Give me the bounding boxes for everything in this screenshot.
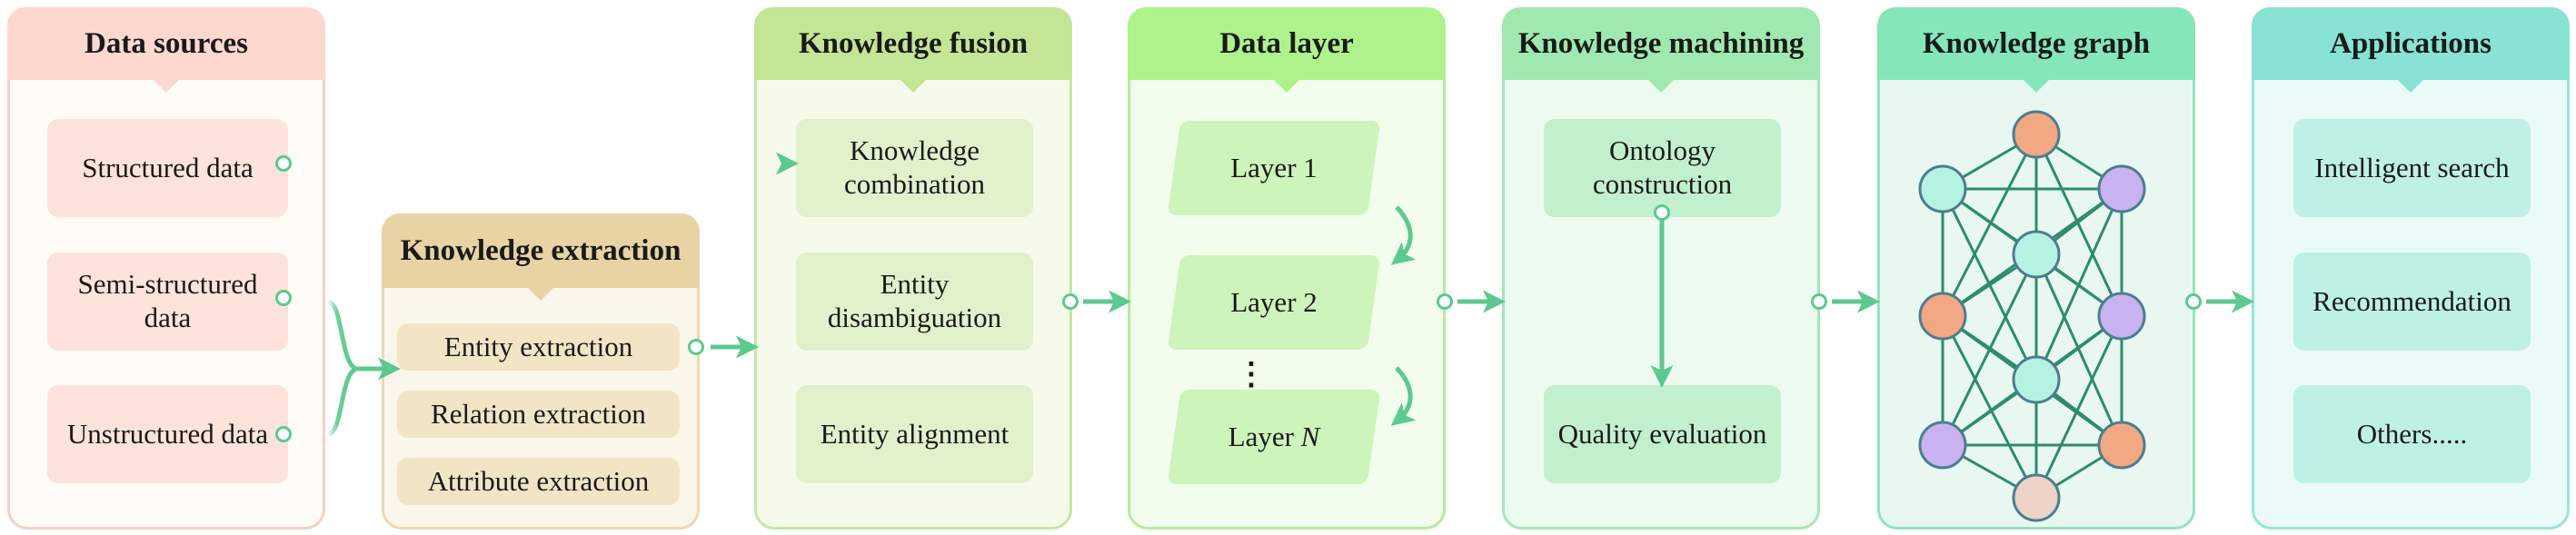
semi-structured-merge-curve (326, 299, 358, 372)
layer-n-symbol: N (1300, 421, 1320, 452)
header-notch (2023, 79, 2050, 93)
graph-edges (1941, 133, 2123, 500)
graph-node-purple (1918, 421, 1967, 470)
layer-2-label: Layer 2 (1230, 286, 1318, 318)
semi-structured-data-port (275, 290, 292, 306)
others-box: Others..... (2293, 385, 2531, 483)
knowledge-machining-title: Knowledge machining (1517, 26, 1805, 60)
graph-node-orange (2097, 421, 2146, 470)
quality-evaluation-box: Quality evaluation (1544, 385, 1781, 483)
graph-edge (2034, 315, 2123, 499)
fusion-output-port (1062, 293, 1079, 310)
graph-edge (1941, 134, 2038, 317)
data-sources-title: Data sources (85, 26, 248, 60)
knowledge-machining-panel: Knowledge machining Ontology constructio… (1502, 7, 1820, 530)
machining-output-port (1811, 293, 1827, 310)
header-notch (527, 287, 554, 301)
data-layer-header: Data layer (1128, 7, 1446, 93)
data-layer-panel: Data layer Layer 1 Layer 2 ⋮ Layer N (1128, 7, 1446, 530)
ontology-construction-box: Ontology construction (1544, 119, 1781, 217)
entity-disambiguation-box: Entity disambiguation (796, 253, 1033, 351)
data-sources-header: Data sources (7, 7, 325, 93)
knowledge-graph-title: Knowledge graph (1922, 26, 2151, 60)
header-notch (2397, 79, 2424, 93)
header-notch (1647, 79, 1675, 93)
entity-extraction-box: Entity extraction (397, 323, 680, 371)
unstructured-data-box: Unstructured data (47, 385, 288, 483)
knowledge-machining-header: Knowledge machining (1502, 7, 1820, 93)
graph-node-light (2012, 473, 2061, 522)
layer-1-label: Layer 1 (1230, 152, 1318, 183)
graph-node-teal (1918, 164, 1967, 213)
data-sources-panel: Data sources Structured data Semi-struct… (7, 7, 325, 530)
entity-alignment-box: Entity alignment (796, 385, 1033, 483)
layer-n-label: Layer N (1174, 390, 1374, 484)
graph-node-teal (2012, 355, 2061, 404)
datalayer-output-port (1437, 293, 1453, 310)
knowledge-graph-header: Knowledge graph (1877, 7, 2195, 93)
layer-ellipsis: ⋮ (1236, 358, 1267, 391)
graph-node-orange (2012, 110, 2061, 159)
graph-node-orange (1918, 292, 1967, 341)
graph-node-teal (2012, 230, 2061, 279)
data-layer-title: Data layer (1219, 26, 1354, 60)
header-notch (153, 79, 180, 93)
graph-output-port (2185, 293, 2202, 310)
extraction-output-port (688, 339, 704, 355)
ontology-port (1654, 204, 1670, 221)
layer-n-word: Layer (1228, 421, 1294, 452)
graph-edge (2034, 253, 2123, 446)
knowledge-fusion-header: Knowledge fusion (754, 7, 1072, 93)
attribute-extraction-box: Attribute extraction (397, 458, 680, 505)
applications-header: Applications (2252, 7, 2570, 93)
header-notch (900, 79, 927, 93)
applications-panel: Applications Intelligent search Recommen… (2252, 7, 2570, 530)
header-notch (1273, 79, 1300, 93)
structured-data-port (275, 155, 292, 172)
knowledge-extraction-header: Knowledge extraction (382, 213, 700, 301)
graph-edge (2034, 134, 2123, 317)
graph-edge (1941, 315, 2038, 499)
recommendation-box: Recommendation (2293, 253, 2531, 351)
layer-2-to-n-curve (1390, 366, 1417, 426)
applications-title: Applications (2330, 26, 2491, 60)
knowledge-fusion-panel: Knowledge fusion Knowledge combination E… (754, 7, 1072, 530)
graph-node-purple (2097, 292, 2146, 341)
knowledge-fusion-title: Knowledge fusion (798, 26, 1029, 60)
relation-extraction-box: Relation extraction (397, 391, 680, 438)
knowledge-extraction-title: Knowledge extraction (400, 233, 681, 267)
graph-node-purple (2097, 164, 2146, 213)
knowledge-combination-box: Knowledge combination (796, 119, 1033, 217)
knowledge-extraction-panel: Knowledge extraction Entity extraction R… (382, 213, 700, 530)
layer-1-to-2-curve (1390, 205, 1417, 265)
structured-data-box: Structured data (47, 119, 288, 217)
unstructured-merge-curve (326, 366, 358, 437)
semi-structured-data-box: Semi-structured data (47, 253, 288, 351)
intelligent-search-box: Intelligent search (2293, 119, 2531, 217)
unstructured-data-port (275, 426, 292, 442)
graph-nodes (1918, 110, 2146, 522)
